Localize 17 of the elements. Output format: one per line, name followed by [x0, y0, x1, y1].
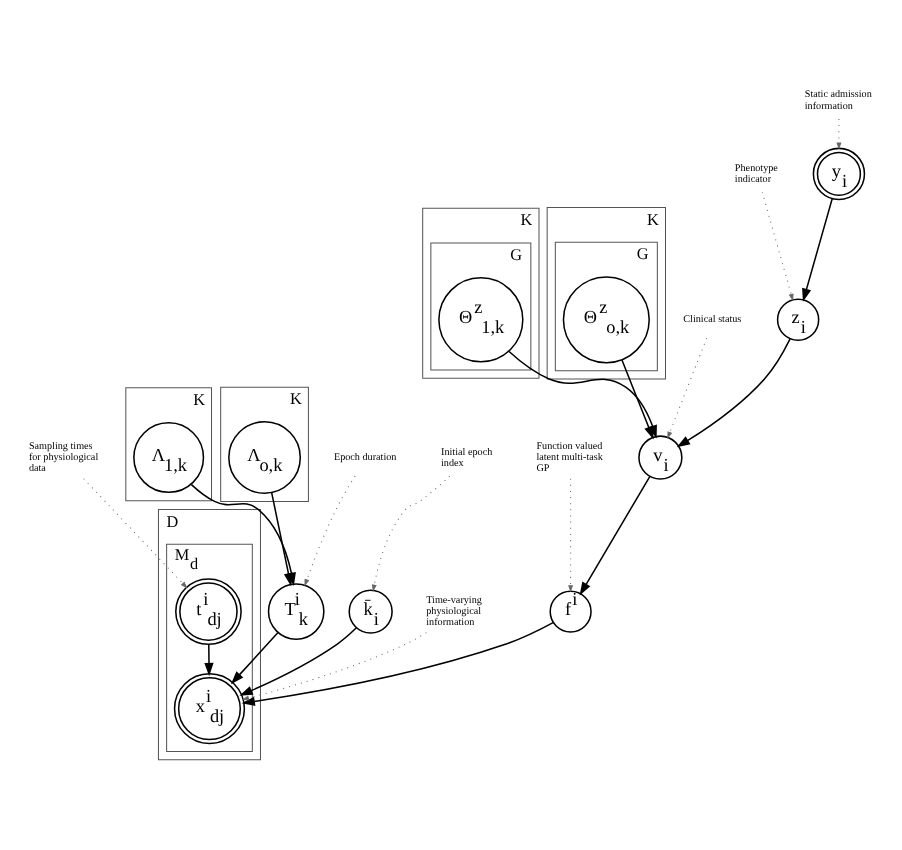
arrow [676, 338, 791, 448]
arrow [83, 478, 188, 589]
arrow [761, 191, 794, 302]
arrow [802, 197, 833, 302]
arrow [836, 118, 842, 150]
arrow [568, 478, 574, 593]
arrow [239, 627, 358, 696]
arrow [371, 475, 451, 592]
arrow [204, 643, 214, 677]
arrow [304, 475, 356, 587]
arrow [230, 632, 279, 685]
arrow [621, 359, 654, 440]
arrow [270, 491, 293, 587]
arrow [241, 621, 554, 706]
arrow [241, 632, 427, 701]
arrow [579, 475, 651, 596]
arrow [667, 337, 708, 439]
